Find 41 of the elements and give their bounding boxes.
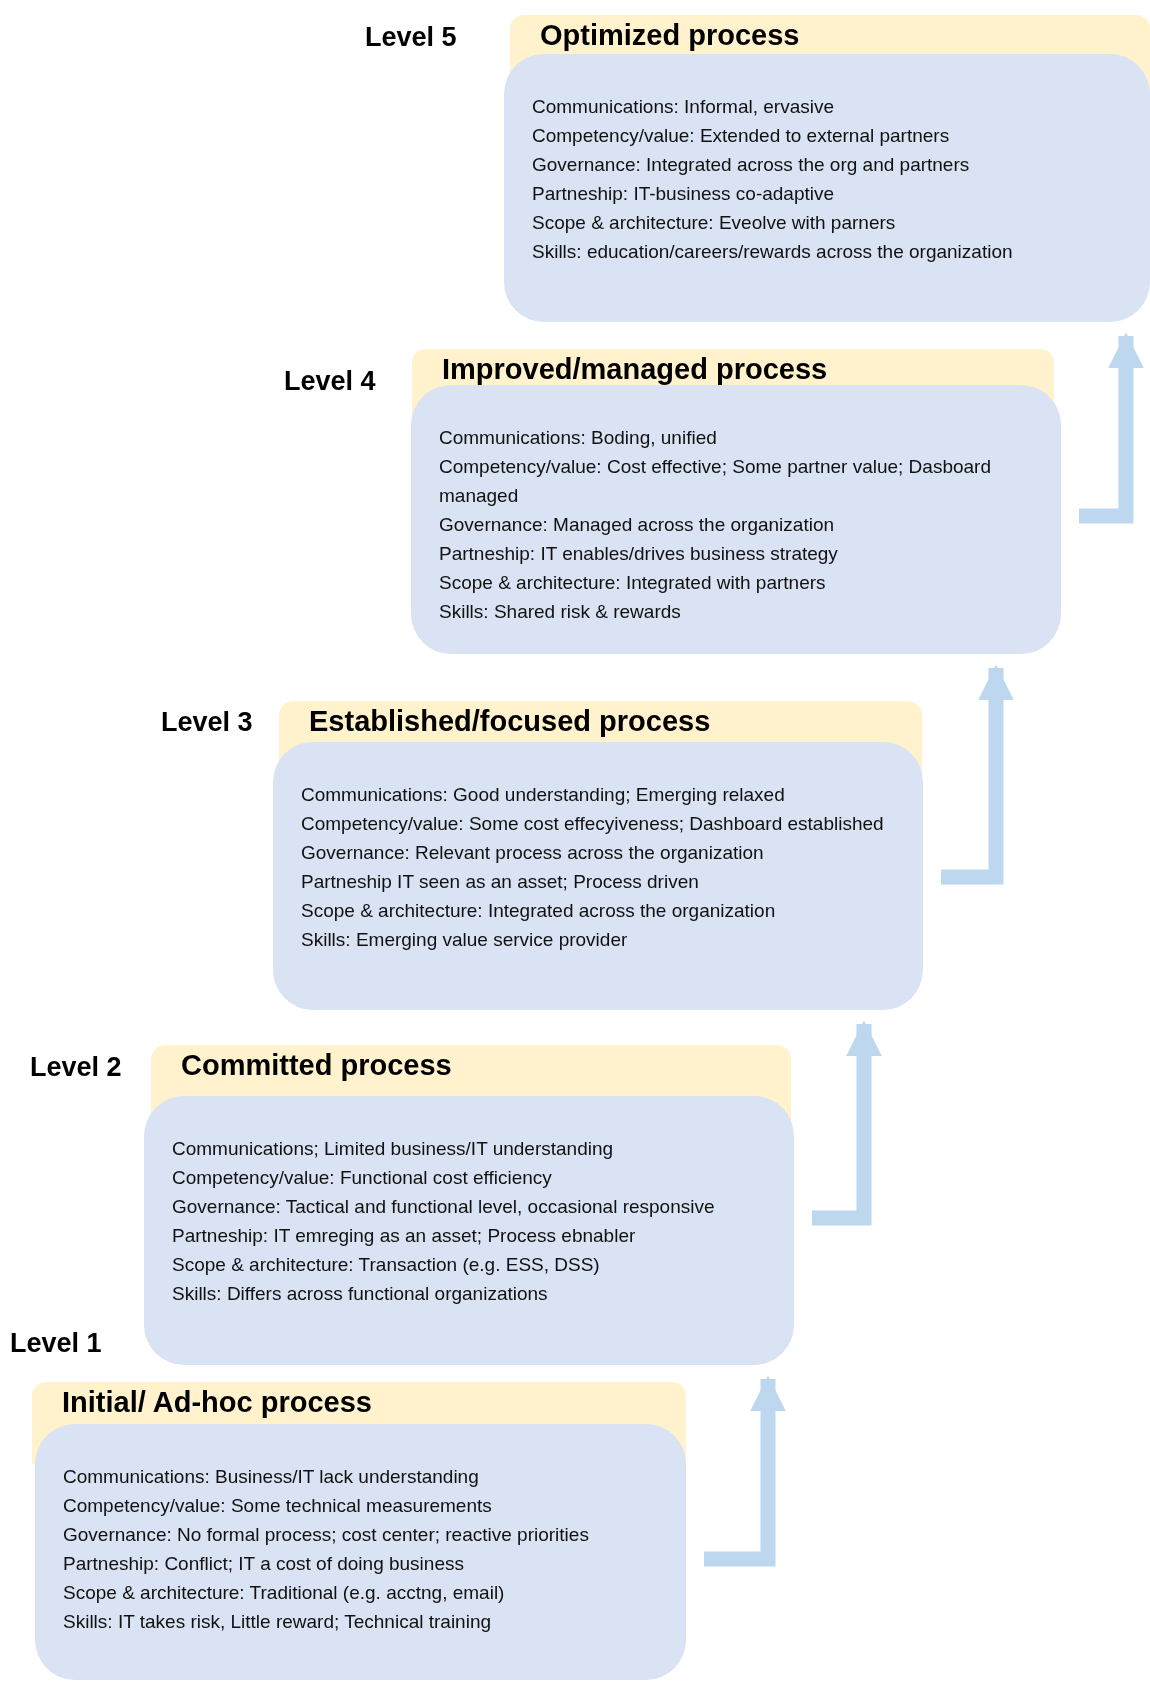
criteria-text: Partneship: Conflict; IT a cost of doing business — [63, 1552, 464, 1576]
criteria-text: Governance: No formal process; cost center; reactive priorities — [63, 1523, 589, 1547]
level-title: Initial/ Ad-hoc process — [62, 1386, 372, 1419]
level-label: Level 1 — [10, 1328, 102, 1359]
criteria-text: Governance: Tactical and functional level, occasional responsive — [172, 1195, 715, 1219]
criteria-text: Competency/value: Functional cost efficiency — [172, 1166, 552, 1190]
level-label: Level 3 — [161, 707, 253, 738]
level-label: Level 5 — [365, 22, 457, 53]
criteria-text: Communications; Limited business/IT understanding — [172, 1137, 614, 1161]
criteria-text: Scope & architecture: Transaction (e.g. ESS, DSS) — [172, 1253, 600, 1277]
criteria-text: Communications: Business/IT lack understanding — [63, 1465, 479, 1489]
criteria-text: Governance: Integrated across the org and partners — [532, 153, 970, 177]
criteria-text: Scope & architecture: Traditional (e.g. acctng, email) — [63, 1581, 505, 1605]
criteria-text: Communications: Good understanding; Emerging relaxed — [301, 783, 785, 807]
level-label: Level 2 — [30, 1052, 122, 1083]
criteria-text: Partneship: IT enables/drives business strategy — [439, 542, 838, 566]
criteria-text: Communications: Informal, ervasive — [532, 95, 834, 119]
criteria-text: Competency/value: Some technical measurements — [63, 1494, 492, 1518]
criteria-text: Partneship IT seen as an asset; Process driven — [301, 870, 699, 894]
criteria-text: Partneship: IT emreging as an asset; Process ebnabler — [172, 1224, 636, 1248]
criteria-text: Skills: Differs across functional organizations — [172, 1282, 548, 1306]
criteria-text: Communications: Boding, unified — [439, 426, 717, 450]
criteria-text: Scope & architecture: Eveolve with parners — [532, 211, 896, 235]
level-title: Committed process — [181, 1049, 452, 1082]
criteria-text: Skills: IT takes risk, Little reward; Technical training — [63, 1610, 492, 1634]
criteria-text: Skills: Emerging value service provider — [301, 928, 628, 952]
criteria-text: Scope & architecture: Integrated across the organization — [301, 899, 776, 923]
criteria-text: Competency/value: Some cost effecyiveness; Dashboard established — [301, 812, 884, 836]
criteria-text: Skills: education/careers/rewards across the organization — [532, 240, 1013, 264]
level-title: Established/focused process — [309, 705, 711, 738]
elbow-arrow — [704, 1375, 786, 1567]
criteria-text: Governance: Relevant process across the organization — [301, 841, 764, 865]
level-title: Improved/managed process — [442, 353, 828, 386]
criteria-text: Governance: Managed across the organization — [439, 513, 835, 537]
criteria-text: Competency/value: Extended to external partners — [532, 124, 950, 148]
level-label: Level 4 — [284, 366, 376, 397]
criteria-text: Partneship: IT-business co-adaptive — [532, 182, 835, 206]
criteria-text: Competency/value: Cost effective; Some partner value; Dasboard managed — [439, 455, 992, 508]
level-title: Optimized process — [540, 19, 800, 52]
criteria-text: Scope & architecture: Integrated with partners — [439, 571, 826, 595]
criteria-text: Skills: Shared risk & rewards — [439, 600, 681, 624]
